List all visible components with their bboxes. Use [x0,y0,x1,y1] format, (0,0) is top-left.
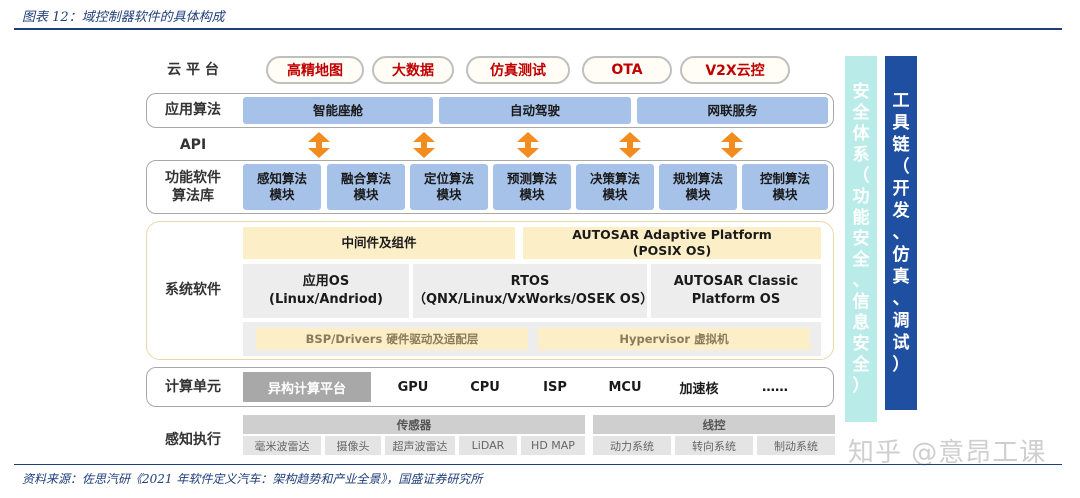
actuator-header: 线控 [593,415,835,434]
compute-gpu: GPU [397,379,429,395]
api-row-label: API [179,137,207,153]
sensor-hd-map: HD MAP [521,436,585,455]
actuator-braking: 制动系统 [757,436,835,455]
api-arrow-icon [619,132,641,158]
top-rule [14,28,1062,30]
func-row-label: 功能软件 算法库 [150,168,236,206]
app-os-box: 应用OS(Linux/Andriod) [243,264,409,318]
sensor-mmwave-radar: 毫米波雷达 [243,436,321,455]
middleware-box: 中间件及组件 [243,227,515,259]
actuator-powertrain: 动力系统 [593,436,671,455]
compute-row-label: 计算单元 [165,379,221,395]
app-smart-cockpit: 智能座舱 [243,97,433,124]
func-row-label-line2: 算法库 [172,188,214,204]
sense-row-label: 感知执行 [165,432,221,448]
actuator-steering: 转向系统 [675,436,753,455]
cloud-item-simulation: 仿真测试 [466,56,570,84]
api-arrow-icon [413,132,435,158]
func-module-control: 控制算法模块 [742,164,828,210]
watermark: 知乎 @意昂工课 [848,438,1047,468]
func-module-fusion: 融合算法模块 [327,164,405,210]
api-arrow-icon [721,132,743,158]
func-module-planning: 规划算法模块 [659,164,737,210]
cloud-item-v2x: V2X云控 [680,56,790,84]
api-arrow-icon [308,132,330,158]
toolchain-column: 工具链（开发、仿真、调试） [885,56,917,410]
figure-title: 图表 12：域控制器软件的具体构成 [22,10,225,25]
cloud-item-ota: OTA [582,56,672,84]
bsp-drivers-box: BSP/Drivers 硬件驱动及适配层 [256,328,528,350]
sensor-lidar: LiDAR [459,436,517,455]
app-autonomous-driving: 自动驾驶 [439,97,631,124]
func-row-label-line1: 功能软件 [165,170,221,186]
api-arrow-icon [517,132,539,158]
sensor-header: 传感器 [243,415,585,434]
sensor-ultrasonic-radar: 超声波雷达 [385,436,455,455]
cloud-item-hd-map: 高精地图 [266,56,364,84]
cloud-row-label: 云 平 台 [167,62,219,78]
func-module-perception: 感知算法模块 [243,164,321,210]
autosar-adaptive-box: AUTOSAR Adaptive Platform(POSIX OS) [523,227,821,259]
cloud-item-big-data: 大数据 [372,56,454,84]
app-row-label: 应用算法 [165,102,221,118]
system-row-label: 系统软件 [165,282,221,298]
compute-accelerator: 加速核 [679,381,719,397]
bottom-rule [14,464,1062,465]
func-module-prediction: 预测算法模块 [493,164,571,210]
compute-cpu: CPU [470,379,500,395]
source-note: 资料来源：佐思汽研《2021 年软件定义汽车：架构趋势和产业全景》，国盛证券研究… [22,472,483,486]
compute-isp: ISP [543,379,567,395]
app-connected-services: 网联服务 [637,97,828,124]
compute-more: …… [762,379,788,395]
sensor-camera: 摄像头 [325,436,381,455]
hypervisor-box: Hypervisor 虚拟机 [538,328,810,350]
rtos-box: RTOS（QNX/Linux/VxWorks/OSEK OS） [413,264,653,318]
compute-mcu: MCU [608,379,642,395]
func-module-decision: 决策算法模块 [576,164,654,210]
func-module-localization: 定位算法模块 [410,164,488,210]
compute-heterogeneous-platform: 异构计算平台 [243,372,371,402]
security-system-column: 安全体系（功能安全、信息安全） [845,56,877,422]
